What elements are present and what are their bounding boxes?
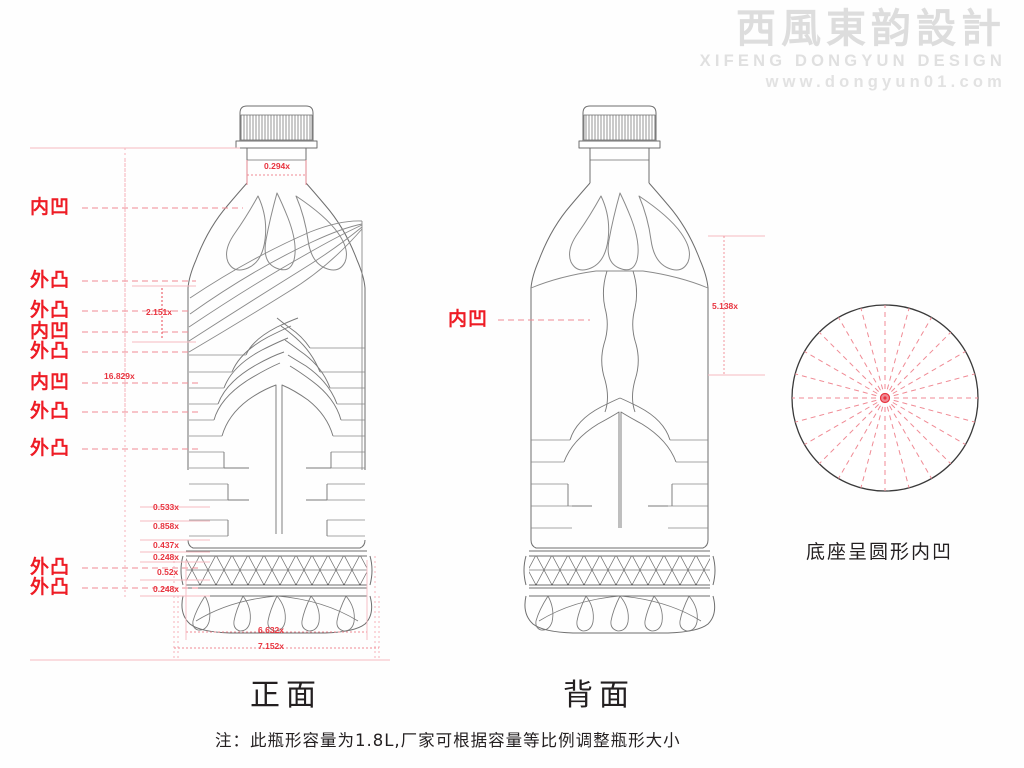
front-label-9: 外凸 — [30, 576, 71, 598]
front-label-7: 外凸 — [30, 437, 71, 459]
front-label-1: 外凸 — [30, 269, 71, 291]
footer-note: 注：此瓶形容量为1.8L,厂家可根据容量等比例调整瓶形大小 — [215, 731, 681, 750]
dim-front-1: 2.151x — [146, 307, 172, 317]
front-label-8: 外凸 — [30, 556, 71, 578]
dim-front-7: 0.52x — [157, 567, 179, 577]
dim-front-4: 0.858x — [153, 521, 179, 531]
dim-front-5: 0.437x — [153, 540, 179, 550]
dim-front-6: 0.248x — [153, 552, 179, 562]
dim-back-0: 5.138x — [712, 301, 738, 311]
back-view-bottle — [523, 105, 716, 634]
watermark: 西風東韵設計 XIFENG DONGYUN DESIGN www.dongyun… — [700, 8, 1006, 92]
front-label-3: 内凹 — [30, 320, 71, 342]
front-label-4: 外凸 — [30, 340, 71, 362]
front-label-5: 内凹 — [30, 371, 71, 393]
base-circle-view — [791, 304, 979, 492]
dim-front-10: 7.152x — [258, 641, 284, 651]
front-view-bottle — [180, 105, 373, 634]
front-view-caption: 正面 — [250, 678, 322, 713]
base-center-hub — [879, 392, 891, 404]
dim-front-3: 0.533x — [153, 502, 179, 512]
back-view-caption: 背面 — [563, 678, 635, 713]
watermark-url: www.dongyun01.com — [765, 73, 1006, 91]
watermark-chinese: 西風東韵設計 — [736, 6, 1006, 52]
front-label-6: 外凸 — [30, 400, 71, 422]
dim-front-2: 16.829x — [104, 371, 135, 381]
back-label-0: 内凹 — [448, 308, 489, 330]
base-radial-spokes — [792, 305, 978, 491]
base-view-caption: 底座呈圆形内凹 — [806, 541, 954, 563]
watermark-english: XIFENG DONGYUN DESIGN — [699, 52, 1006, 70]
front-label-0: 内凹 — [30, 196, 71, 218]
front-label-2: 外凸 — [30, 299, 71, 321]
annotation-lines — [30, 147, 765, 661]
dim-front-9: 6.632x — [258, 625, 284, 635]
dim-front-0: 0.294x — [264, 161, 290, 171]
dim-front-8: 0.248x — [153, 584, 179, 594]
